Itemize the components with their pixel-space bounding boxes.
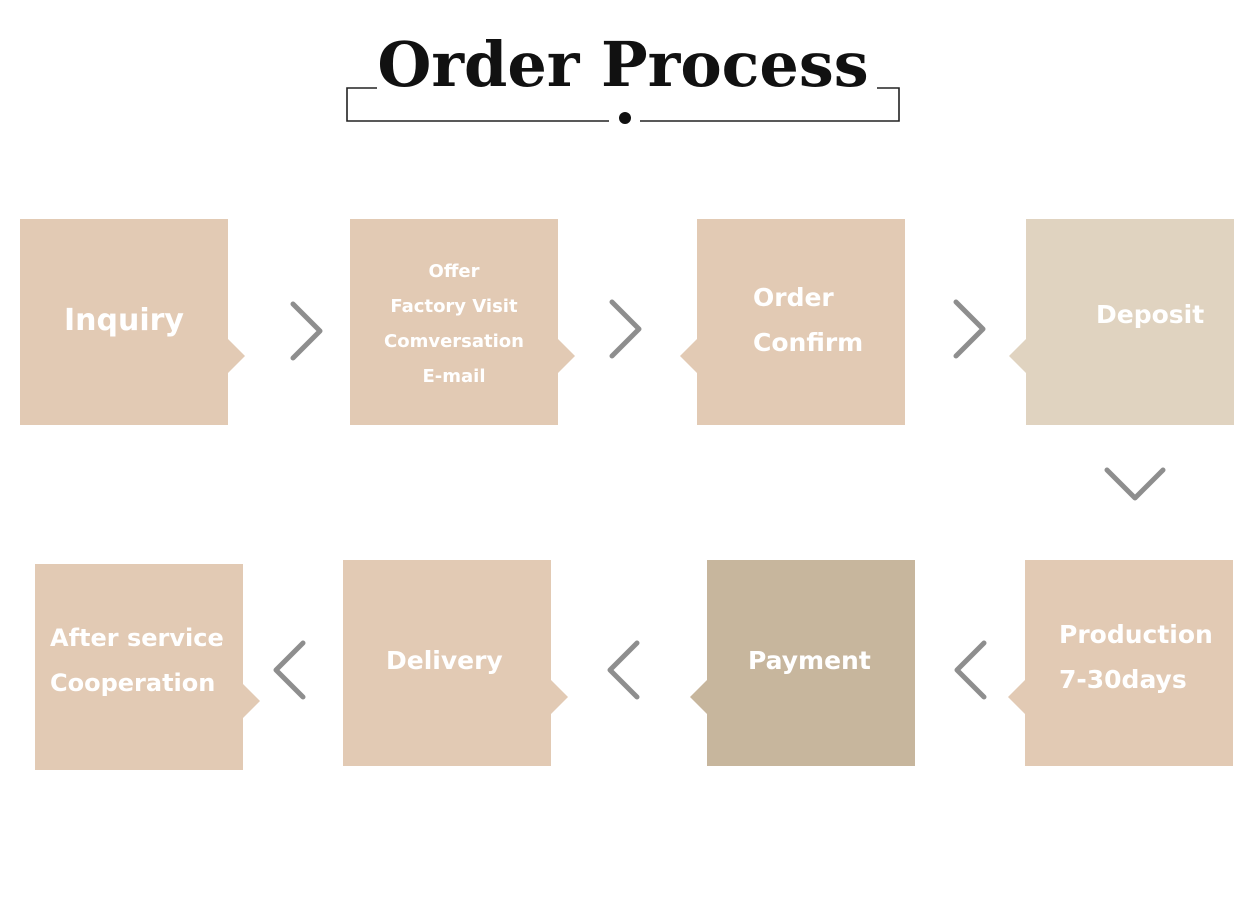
step-order-confirm-pointer <box>680 339 697 373</box>
step-production-pointer <box>1008 680 1025 714</box>
chevron-left-icon <box>273 640 306 700</box>
chevron-right-icon <box>290 301 323 361</box>
step-offer-line-3: Comversation <box>384 331 524 352</box>
step-delivery-label: Delivery <box>386 646 503 675</box>
chevron-left-icon <box>607 640 640 700</box>
step-payment: Payment <box>690 560 915 766</box>
chevron-right-icon <box>609 299 642 359</box>
step-production: Production 7-30days <box>1008 560 1233 766</box>
step-deposit-pointer <box>1009 339 1026 373</box>
step-production-line-1: Production <box>1059 620 1213 649</box>
chevron-down-icon <box>1104 467 1166 501</box>
title-frame-dot <box>619 112 631 124</box>
step-payment-label: Payment <box>748 646 871 675</box>
step-offer: Offer Factory Visit Comversation E-mail <box>350 219 575 425</box>
step-inquiry-label: Inquiry <box>64 303 184 338</box>
step-inquiry: Inquiry <box>20 219 245 425</box>
step-production-line-2: 7-30days <box>1059 665 1187 694</box>
step-order-confirm: Order Confirm <box>680 219 905 425</box>
step-after-service-line-1: After service <box>50 624 224 652</box>
step-after-service-pointer <box>243 684 260 718</box>
step-after-service-line-2: Cooperation <box>50 669 216 697</box>
step-deposit-label: Deposit <box>1096 300 1205 329</box>
page-title: Order Process <box>377 28 869 101</box>
step-offer-pointer <box>558 339 575 373</box>
step-deposit: Deposit <box>1009 219 1234 425</box>
chevron-left-icon <box>954 640 987 700</box>
step-offer-line-4: E-mail <box>422 366 486 387</box>
step-delivery-pointer <box>551 680 568 714</box>
chevron-right-icon <box>953 299 986 359</box>
step-order-confirm-line-1: Order <box>753 283 834 312</box>
step-delivery: Delivery <box>343 560 568 766</box>
step-after-service: After service Cooperation <box>35 564 260 770</box>
step-offer-line-1: Offer <box>428 261 480 282</box>
title-frame-decoration <box>346 87 900 124</box>
step-payment-pointer <box>690 680 707 714</box>
step-order-confirm-line-2: Confirm <box>753 328 864 357</box>
step-inquiry-pointer <box>228 339 245 373</box>
step-offer-line-2: Factory Visit <box>390 296 518 317</box>
